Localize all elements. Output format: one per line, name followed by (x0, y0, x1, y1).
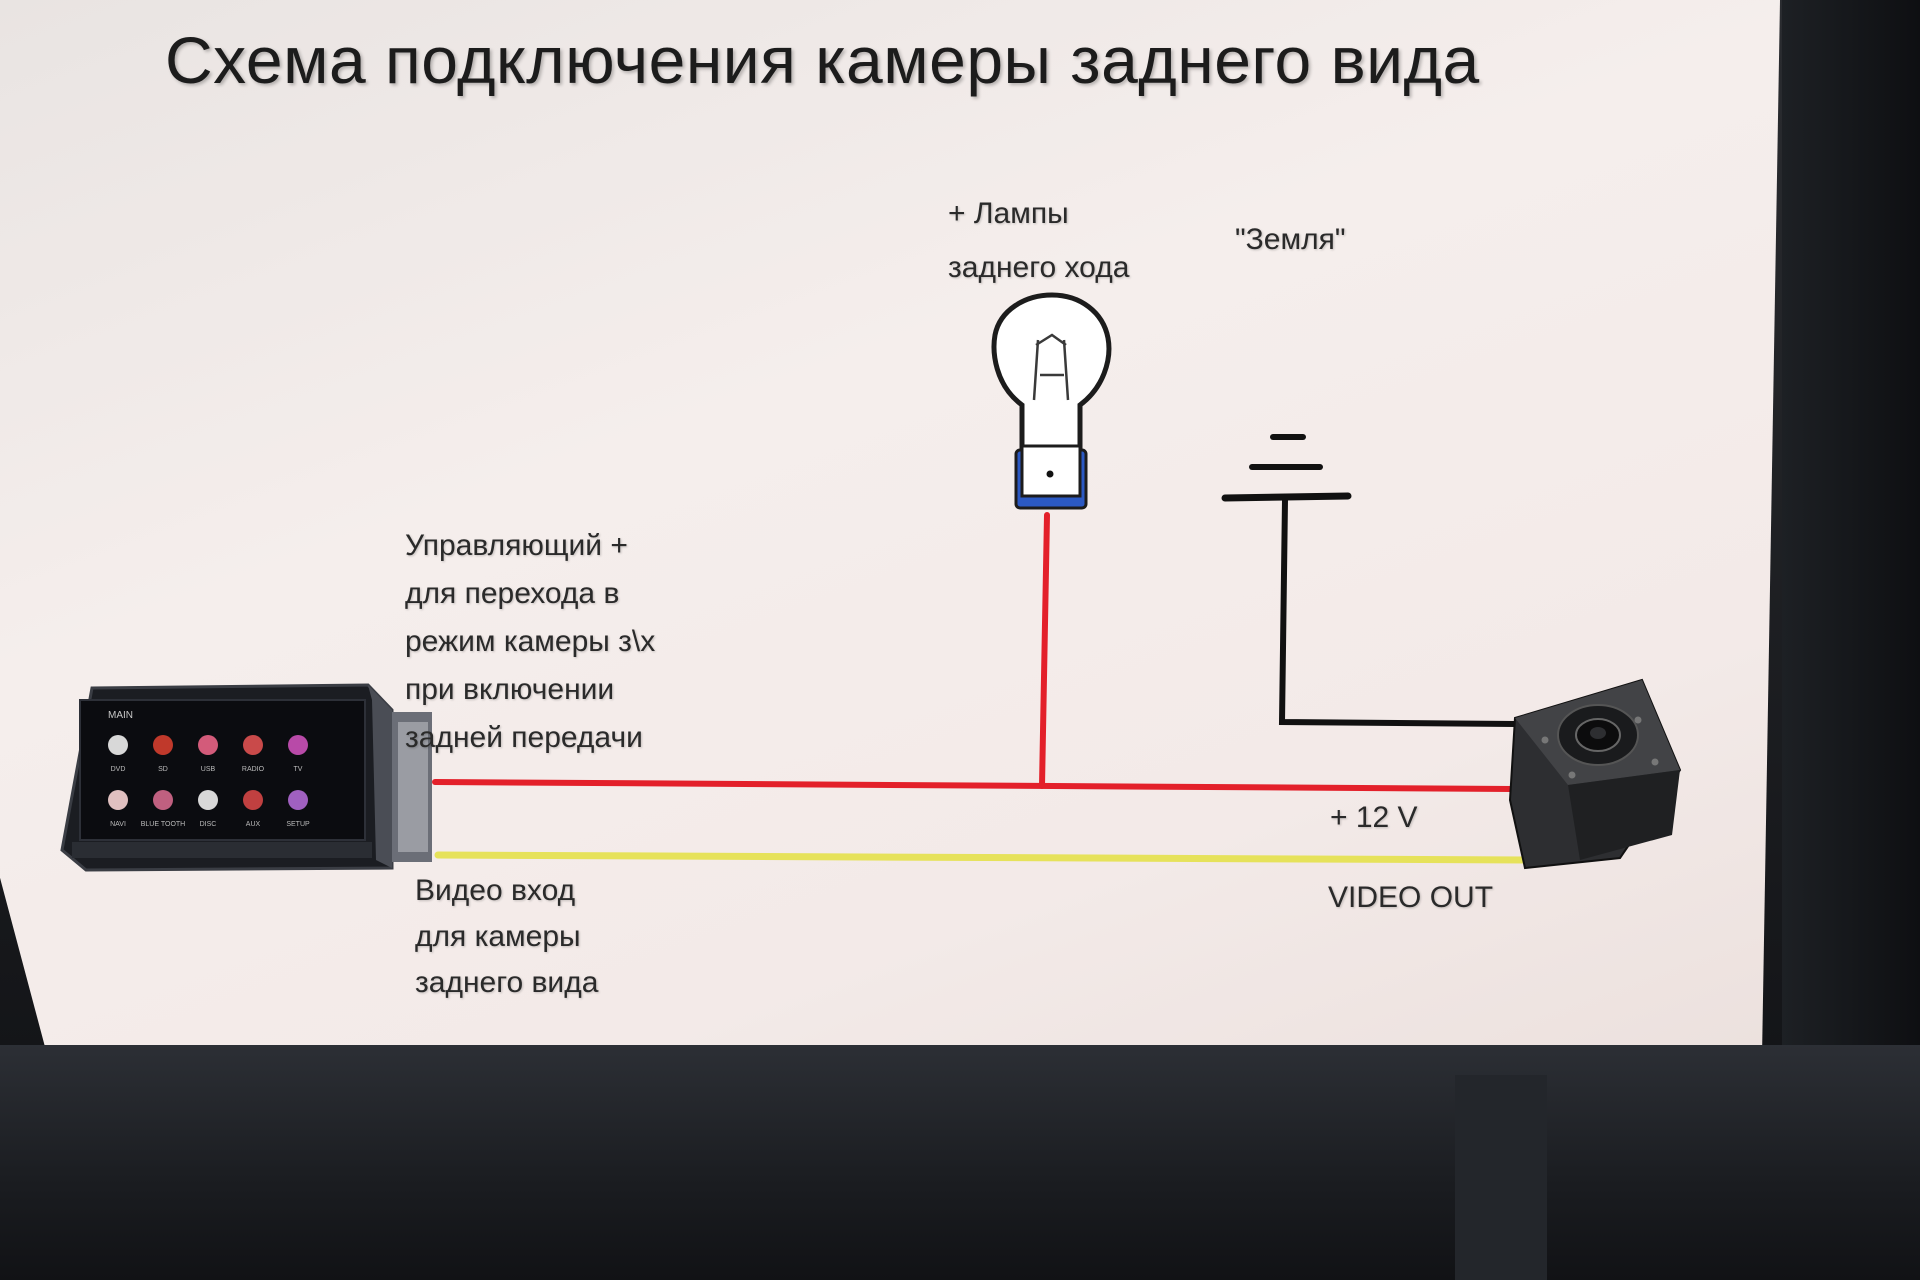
video-in-label-line-1: Видео вход (415, 874, 576, 907)
video-in-label-line-2: для камеры (415, 920, 581, 953)
head-unit-menu-label: NAVI (110, 821, 126, 828)
head-unit-menu-label: AUX (246, 821, 261, 828)
head-unit-menu-label: DISC (200, 821, 217, 828)
ground-label: "Земля" (1235, 223, 1346, 256)
head-unit-menu-icon (198, 790, 218, 810)
video-in-label: Видео вход для камеры заднего вида (415, 868, 598, 1006)
video-in-label-line-3: заднего вида (415, 966, 599, 999)
control-label: Управляющий + для перехода в режим камер… (405, 522, 655, 762)
head-unit-menu-icon (288, 735, 308, 755)
head-unit-menu-icon (108, 735, 128, 755)
head-unit-menu-icon (108, 790, 128, 810)
ground-symbol-icon (1221, 434, 1352, 502)
power-12v-label: + 12 V (1330, 801, 1418, 834)
slide (0, 0, 1780, 1045)
control-label-line-1: Управляющий + (405, 529, 628, 562)
lamp-label-line-1: + Лампы (948, 197, 1069, 230)
head-unit-menu-icon (288, 790, 308, 810)
head-unit-screen (79, 699, 366, 841)
power-wire (432, 512, 1515, 792)
head-unit-menu-label: SD (158, 766, 168, 773)
head-unit-menu-icon (243, 790, 263, 810)
ground-wire (1278, 499, 1516, 727)
head-unit-menu-icon (153, 735, 173, 755)
head-unit-menu-icon (153, 790, 173, 810)
monitor-bezel-bottom (0, 1045, 1920, 1280)
head-unit-menu-label: BLUE TOOTH (141, 821, 185, 828)
control-label-line-2: для перехода в (405, 577, 620, 610)
rear-camera-device (1508, 678, 1682, 870)
head-unit-menu-label: DVD (111, 766, 126, 773)
head-unit-screen-title: MAIN (108, 710, 133, 721)
video-out-label: VIDEO OUT (1328, 881, 1494, 914)
head-unit-device: MAIN DVD SD USB RADIO TV NAVI BLUE TOOTH DISC AU… (60, 683, 432, 872)
head-unit-menu-label: SETUP (286, 821, 310, 828)
lamp-label: + Лампы заднего хода (948, 190, 1129, 292)
head-unit-menu-label: RADIO (242, 766, 265, 773)
control-label-line-3: режим камеры з\х (405, 625, 656, 658)
monitor-stand-block (1455, 1075, 1547, 1280)
control-label-line-4: при включении (405, 673, 615, 706)
control-label-line-5: задней передачи (405, 721, 643, 754)
lamp-label-line-2: заднего хода (948, 251, 1130, 284)
head-unit-menu-icon (198, 735, 218, 755)
reverse-lamp-bulb-icon (991, 292, 1112, 510)
head-unit-menu-label: USB (201, 766, 216, 773)
head-unit-menu-label: TV (294, 766, 303, 773)
diagram-title: Схема подключения камеры заднего вида (165, 23, 1480, 97)
video-wire (434, 851, 1532, 864)
head-unit-menu-icon (243, 735, 263, 755)
